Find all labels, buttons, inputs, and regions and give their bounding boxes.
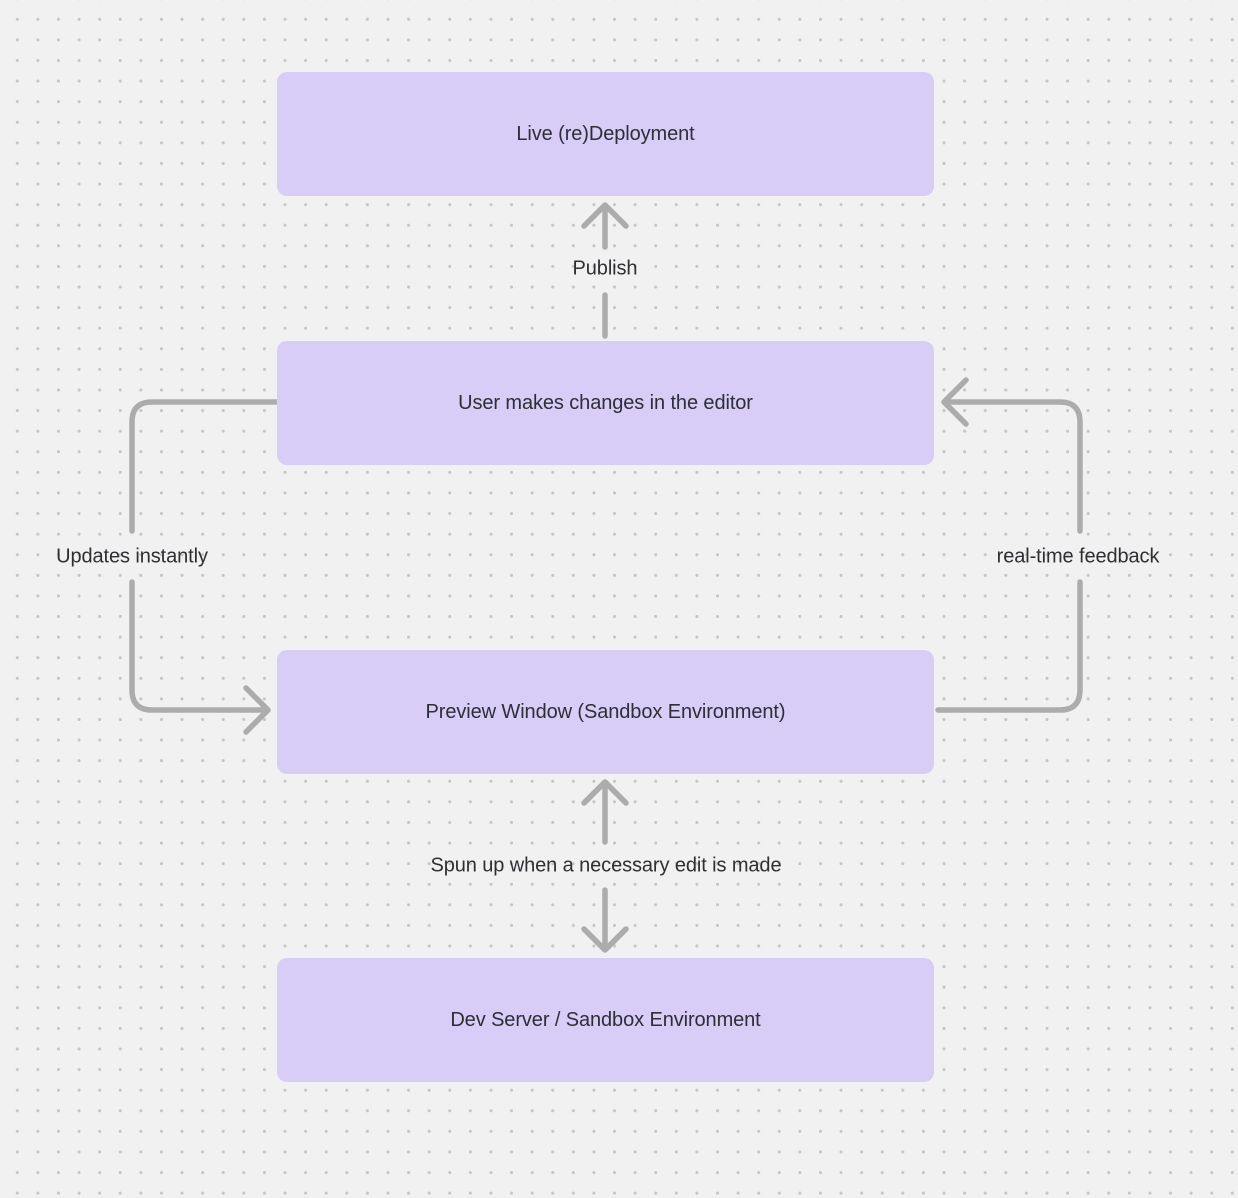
- node-live-redeployment[interactable]: Live (re)Deployment: [277, 72, 934, 196]
- publish-arrow: [581, 202, 629, 339]
- realtime-feedback-arrow: [935, 377, 1083, 713]
- node-dev-server[interactable]: Dev Server / Sandbox Environment: [277, 958, 934, 1082]
- edge-label-publish: Publish: [572, 257, 638, 280]
- edge-label-realtime-feedback: real-time feedback: [996, 545, 1160, 568]
- edge-label-spun-up: Spun up when a necessary edit is made: [430, 854, 782, 877]
- spun-up-arrow-down: [581, 887, 629, 953]
- edge-label-updates-instantly: Updates instantly: [56, 545, 208, 568]
- node-live-redeployment-label: Live (re)Deployment: [516, 122, 695, 145]
- node-preview-window[interactable]: Preview Window (Sandbox Environment): [277, 650, 934, 774]
- node-user-editor-label: User makes changes in the editor: [458, 391, 753, 414]
- updates-instantly-arrow: [129, 399, 280, 735]
- spun-up-arrow-up: [581, 779, 629, 845]
- node-dev-server-label: Dev Server / Sandbox Environment: [450, 1008, 761, 1031]
- node-preview-window-label: Preview Window (Sandbox Environment): [425, 700, 786, 723]
- node-user-editor[interactable]: User makes changes in the editor: [277, 341, 934, 465]
